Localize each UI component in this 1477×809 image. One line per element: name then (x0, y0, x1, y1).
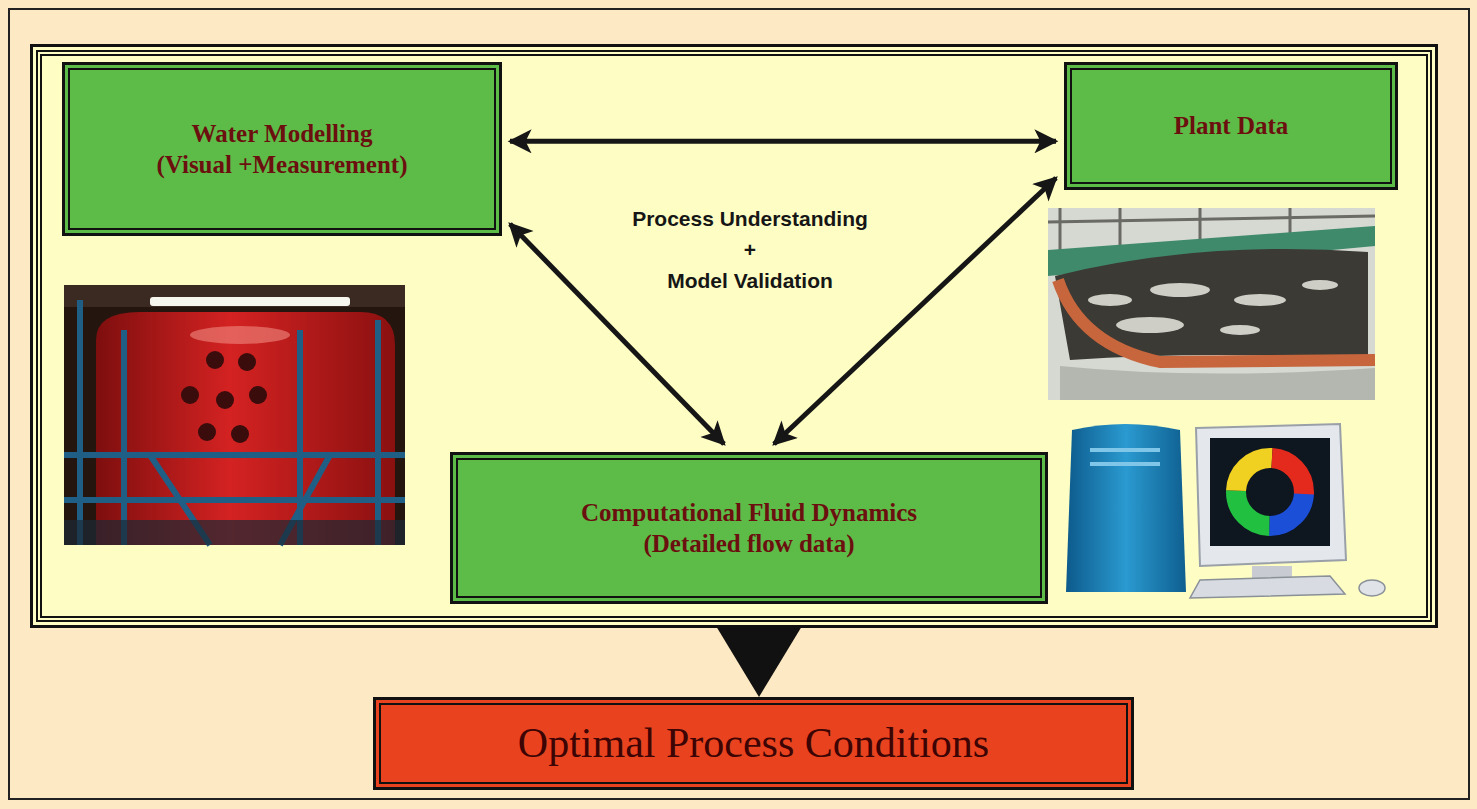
box-subtitle: (Visual +Measurement) (156, 149, 407, 180)
note-text: + (590, 234, 910, 265)
computer-illustration (1066, 424, 1385, 598)
box-title: Water Modelling (192, 118, 373, 149)
down-pointer (716, 626, 802, 697)
note-text: Model Validation (590, 265, 910, 296)
center-note: Process Understanding+Model Validation (590, 203, 910, 296)
water-model-photo (64, 285, 405, 545)
box-title: Computational Fluid Dynamics (581, 497, 917, 528)
process-box: Water Modelling(Visual +Measurement) (62, 62, 502, 236)
plant-photo (1048, 208, 1375, 400)
process-box: Plant Data (1064, 62, 1398, 190)
box-title: Optimal Process Conditions (518, 718, 989, 768)
box-subtitle: (Detailed flow data) (643, 528, 854, 559)
process-box: Computational Fluid Dynamics(Detailed fl… (450, 452, 1048, 604)
note-text: Process Understanding (590, 203, 910, 234)
result-box: Optimal Process Conditions (373, 697, 1134, 790)
connector-arrow (510, 224, 724, 444)
box-title: Plant Data (1174, 110, 1289, 141)
connector-arrow (510, 139, 1056, 144)
